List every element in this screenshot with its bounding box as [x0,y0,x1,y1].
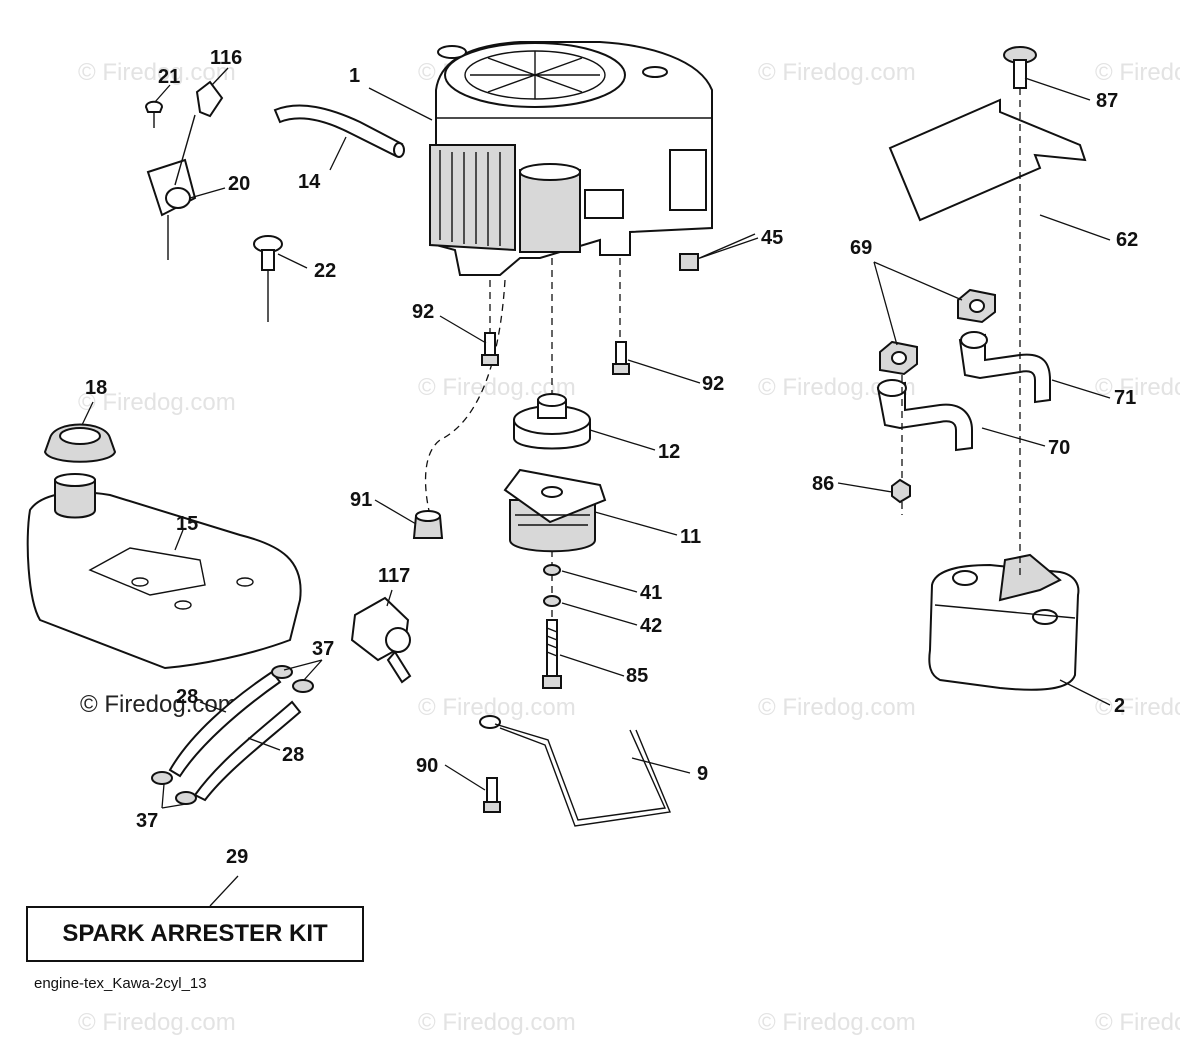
diagram-identifier: engine-tex_Kawa-2cyl_13 [34,975,207,992]
watermark: © Firedog.com [418,694,576,721]
callout-87: 87 [1096,90,1118,112]
engine-part [429,41,713,276]
clamp-part [292,679,314,693]
watermark: © Firedog.com [418,1009,576,1036]
gasket-part [957,288,996,324]
callout-28: 28 [176,686,198,708]
clamp-part [151,771,173,785]
callout-21: 21 [158,66,180,88]
watermark-dark: © Firedog.com [80,691,238,718]
callout-86: 86 [812,473,834,495]
shutoff-valve-part [350,596,412,684]
spark-arrester-kit-label: SPARK ARRESTER KIT [26,906,364,962]
watermark: © Firedog.com [758,694,916,721]
muffler-part [928,553,1080,691]
gasket-part [879,340,918,376]
hose-part [193,700,302,802]
callout-37: 37 [312,638,334,660]
heat-shield-part [888,98,1087,222]
callout-41: 41 [640,582,662,604]
leader-lines [81,67,1111,907]
callout-62: 62 [1116,229,1138,251]
callout-11: 11 [680,526,701,548]
callout-9: 9 [697,763,708,785]
callout-28: 28 [282,744,304,766]
watermark: © Firedog.com [1095,694,1180,721]
callout-71: 71 [1114,387,1136,409]
callout-18: 18 [85,377,107,399]
pulley-part [513,393,591,450]
watermark: © Firedog.com [78,1009,236,1036]
fuel-cap-part [43,423,117,463]
long-bolt-part [542,619,562,689]
exhaust-pipe-part [958,331,1051,404]
callout-70: 70 [1048,437,1070,459]
throttle-control-part [144,80,224,260]
callout-92: 92 [702,373,724,395]
washer-part [543,595,561,607]
callout-20: 20 [228,173,250,195]
callout-69: 69 [850,237,872,259]
clamp-part [271,665,293,679]
callout-12: 12 [658,441,680,463]
callout-42: 42 [640,615,662,637]
bolt-part [612,341,630,375]
callout-90: 90 [416,755,438,777]
bolt-part [481,332,499,366]
watermark: © Firedog.com [1095,59,1180,86]
callout-45: 45 [761,227,783,249]
callout-22: 22 [314,260,336,282]
fuel-tank-part [26,473,302,670]
watermark: © Firedog.com [1095,1009,1180,1036]
rod-part [479,715,671,827]
nut-part [891,478,911,504]
callout-15: 15 [176,513,198,535]
hose-part [168,670,282,778]
watermark: © Firedog.com [758,59,916,86]
callout-92: 92 [412,301,434,323]
pto-clutch-part [503,468,607,553]
callout-37: 37 [136,810,158,832]
callout-29: 29 [226,846,248,868]
clamp-part [175,791,197,805]
callout-85: 85 [626,665,648,687]
bolt-part [483,777,501,813]
exhaust-pipe-part [876,379,973,452]
callout-1: 1 [349,65,360,87]
watermark: © Firedog.com [1095,374,1180,401]
watermark: © Firedog.com [78,389,236,416]
choke-knob-part [253,235,283,322]
callout-91: 91 [350,489,372,511]
washer-part [543,564,561,576]
callout-2: 2 [1114,695,1125,717]
callout-14: 14 [298,171,321,193]
watermark: © Firedog.com [758,1009,916,1036]
callout-labels: 1 2 9 11 12 14 15 18 20 21 22 28 28 29 3… [85,47,1138,868]
grommet-part [412,510,444,539]
fuel-line-part [273,104,405,158]
callout-117: 117 [378,565,410,587]
callout-116: 116 [210,47,242,69]
bolt-part [1003,46,1037,89]
